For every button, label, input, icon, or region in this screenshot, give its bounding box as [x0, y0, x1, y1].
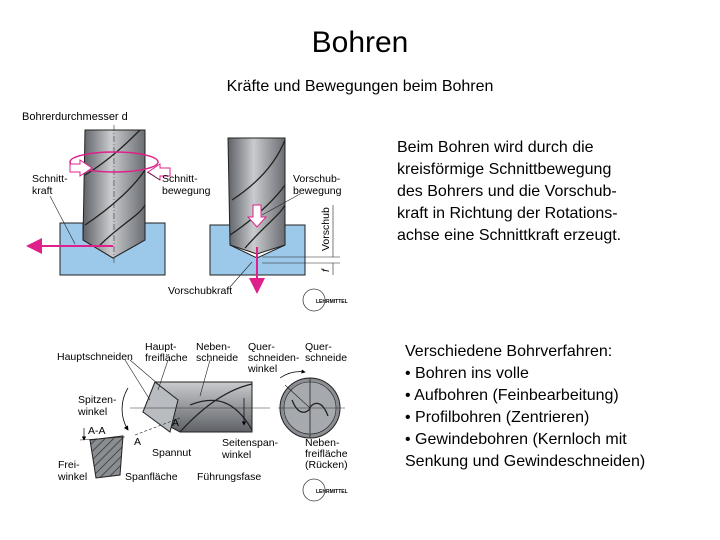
label-a: A	[134, 436, 141, 448]
label-hauptschneiden: Hauptschneiden	[57, 351, 133, 363]
drill-bit	[227, 137, 286, 255]
label-f: f	[320, 268, 332, 272]
methods-list: Verschiedene Bohrverfahren: • Bohren ins…	[405, 341, 705, 473]
description-paragraph: Beim Bohren wird durch die kreisförmige …	[397, 137, 697, 247]
slide-title: Bohren	[311, 26, 409, 59]
label-spitzenwinkel: Spitzen-	[78, 394, 117, 406]
label-nebenfreiflaeche: (Rücken)	[305, 459, 348, 471]
label-vorschubbewegung: bewegung	[293, 185, 342, 197]
label-vorschub: Vorschub	[320, 207, 332, 251]
label-spannut: Spannut	[152, 447, 191, 459]
label-a: A	[172, 417, 179, 429]
label-schnittkraft: kraft	[32, 185, 53, 197]
label-spanflaeche: Spanfläche	[125, 471, 178, 483]
label-querschneide: schneide	[305, 352, 347, 364]
text-line: Beim Bohren wird durch die	[397, 139, 594, 156]
label-hauptfreiflaeche: Haupt-	[145, 341, 177, 353]
list-item-continuation: Senkung und Gewindeschneiden)	[405, 453, 646, 470]
label-seitenspanwinkel: winkel	[221, 449, 251, 461]
text-line: kreisförmige Schnittbewegung	[397, 161, 612, 178]
text-line: kraft in Richtung der Rotations-	[397, 205, 618, 222]
list-item: • Gewindebohren (Kernloch mit	[405, 431, 627, 448]
drilling-feed-force-figure: Vorschub- bewegung Vorschub f Vorschubkr…	[168, 137, 348, 312]
label-spitzenwinkel: winkel	[77, 406, 107, 418]
feed-motion-arrow-icon	[246, 204, 268, 228]
label-nebenschneide: schneide	[196, 352, 238, 364]
label-schnittbewegung: Schnitt-	[162, 173, 198, 185]
label-fuehrungsfase: Führungsfase	[197, 471, 261, 483]
label-schnittkraft: Schnitt-	[32, 173, 68, 185]
label-freiwinkel: winkel	[57, 471, 87, 483]
label-querschneide: Quer-	[305, 341, 332, 353]
figure1-caption: Bohrerdurchmesser d	[22, 111, 128, 123]
list-heading: Verschiedene Bohrverfahren:	[405, 343, 613, 360]
drill-end-view	[278, 377, 345, 439]
label-schnittbewegung: bewegung	[162, 185, 211, 197]
drill-geometry-figure: Hauptschneiden Haupt- freifläche Neben- …	[57, 341, 348, 502]
label-querschneidenwinkel: schneiden-	[248, 352, 300, 364]
text-line: des Bohrers und die Vorschub-	[397, 183, 617, 200]
rotation-arrow-icon	[69, 151, 159, 173]
label-nebenfreiflaeche: Neben-	[305, 437, 340, 449]
label-querschneidenwinkel: Quer-	[248, 341, 275, 353]
label-querschneidenwinkel: winkel	[247, 363, 277, 375]
europa-lehrmittel-logo: LEHRMITTEL	[302, 478, 348, 502]
list-item: • Bohren ins volle	[405, 365, 529, 382]
section-a-a	[79, 428, 126, 479]
svg-text:LEHRMITTEL: LEHRMITTEL	[316, 489, 348, 495]
label-freiwinkel: Frei-	[58, 459, 80, 471]
label-section-a-a: A-A	[88, 425, 106, 437]
label-seitenspanwinkel: Seitenspan-	[222, 437, 279, 449]
drilling-cut-force-figure: Schnitt- kraft Schnitt- bewegung	[26, 125, 211, 276]
svg-text:LEHRMITTEL: LEHRMITTEL	[316, 299, 348, 305]
label-nebenfreiflaeche: freifläche	[305, 448, 348, 460]
label-vorschubbewegung: Vorschub-	[293, 173, 341, 185]
text-line: achse eine Schnittkraft erzeugt.	[397, 227, 622, 244]
europa-lehrmittel-logo: LEHRMITTEL	[302, 288, 348, 312]
list-item: • Aufbohren (Feinbearbeitung)	[405, 387, 619, 404]
label-vorschubkraft: Vorschubkraft	[168, 285, 232, 297]
slide-subtitle: Kräfte und Bewegungen beim Bohren	[226, 78, 494, 95]
list-item: • Profilbohren (Zentrieren)	[405, 409, 590, 426]
label-hauptfreiflaeche: freifläche	[145, 352, 188, 364]
label-nebenschneide: Neben-	[196, 341, 231, 353]
